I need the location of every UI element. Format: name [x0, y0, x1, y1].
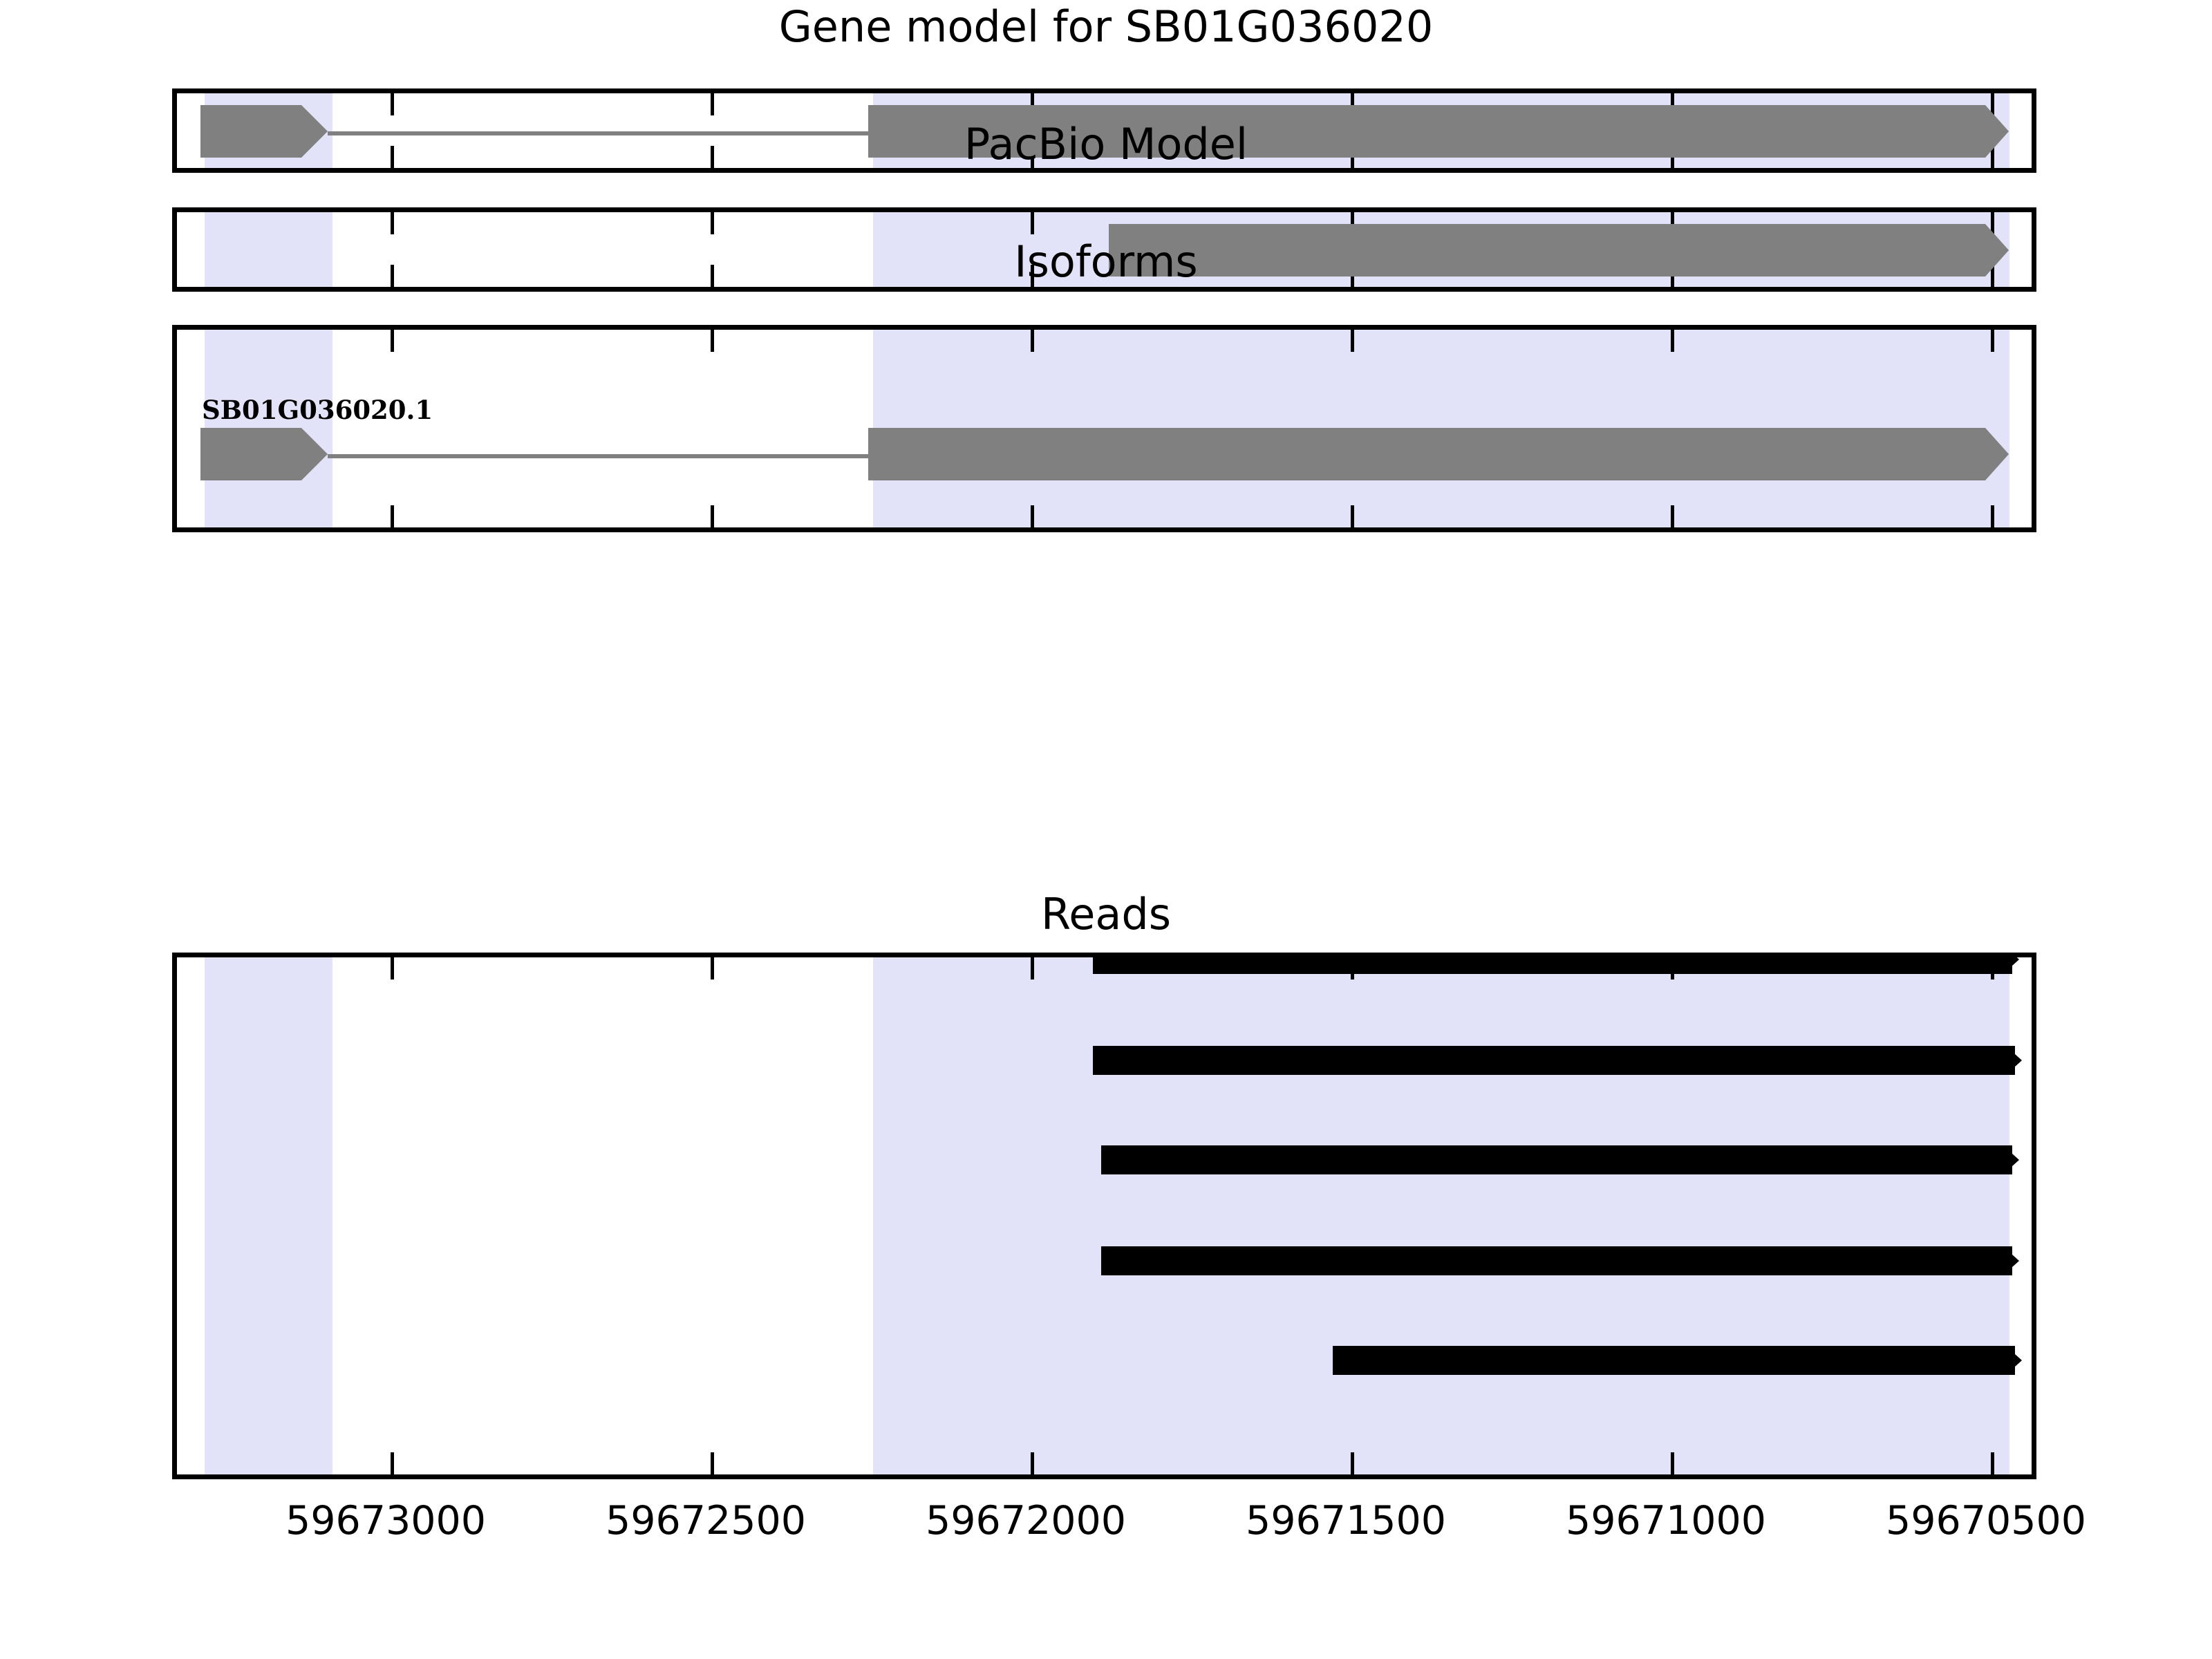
x-tick-label: 59672500 — [605, 1498, 807, 1544]
panel-isoforms: SB01G036020.1 — [172, 325, 2036, 532]
axis-tick — [1031, 957, 1034, 980]
axis-tick — [391, 212, 394, 234]
panel-reads — [172, 953, 2036, 1479]
axis-tick — [1031, 330, 1034, 352]
exon-3prime — [868, 428, 2009, 480]
axis-tick — [711, 957, 714, 980]
highlight-span-left — [205, 957, 332, 1474]
x-tick-label: 59672000 — [925, 1498, 1127, 1544]
x-tick-label: 59673000 — [285, 1498, 487, 1544]
axis-tick — [391, 1452, 394, 1474]
axis-tick — [1991, 1452, 1994, 1474]
panel-title-isoforms: Isoforms — [1014, 236, 1198, 287]
axis-tick — [1351, 93, 1354, 115]
intron-line — [328, 454, 881, 458]
axis-tick — [1351, 212, 1354, 234]
panel-title-gene-model: Gene model for SB01G036020 — [778, 1, 1434, 52]
read-arrow-icon — [2015, 1354, 2022, 1367]
panel-title-reads: Reads — [1040, 889, 1172, 939]
axis-tick — [1991, 265, 1994, 287]
isoform-label: SB01G036020.1 — [202, 395, 433, 425]
read-bar — [1101, 1145, 2012, 1174]
axis-tick — [391, 93, 394, 115]
axis-tick — [1031, 212, 1034, 234]
exon-3prime — [868, 105, 2009, 158]
axis-tick — [711, 93, 714, 115]
x-tick-label: 59671000 — [1565, 1498, 1767, 1544]
axis-tick — [391, 146, 394, 168]
pacbio-exon — [1109, 224, 2009, 276]
axis-tick — [711, 505, 714, 527]
axis-tick — [1351, 1452, 1354, 1474]
axis-tick — [1031, 265, 1034, 287]
axis-tick — [1351, 505, 1354, 527]
panel-pacbio-model — [172, 207, 2036, 292]
read-arrow-icon — [2012, 1154, 2019, 1166]
axis-tick — [1671, 505, 1674, 527]
highlight-span-right — [873, 957, 2009, 1474]
axis-tick — [1671, 330, 1674, 352]
axis-tick — [1991, 330, 1994, 352]
axis-tick — [1031, 1452, 1034, 1474]
exon-5prime — [200, 105, 328, 158]
panel-gene-model — [172, 88, 2036, 173]
panel-title-pacbio-model: PacBio Model — [964, 119, 1248, 169]
read-arrow-icon — [2015, 1054, 2022, 1067]
read-bar — [1333, 1346, 2015, 1375]
axis-tick — [1991, 505, 1994, 527]
read-bar — [1093, 1046, 2015, 1075]
axis-tick — [391, 265, 394, 287]
highlight-span-left — [205, 212, 332, 287]
axis-tick — [1991, 93, 1994, 115]
axis-tick — [1991, 212, 1994, 234]
x-tick-label: 59670500 — [1885, 1498, 2087, 1544]
axis-tick — [711, 1452, 714, 1474]
read-bar — [1101, 1246, 2012, 1275]
x-tick-label: 59671500 — [1245, 1498, 1447, 1544]
axis-tick — [1671, 93, 1674, 115]
axis-tick — [711, 265, 714, 287]
axis-tick — [711, 212, 714, 234]
read-bar — [1093, 957, 2012, 974]
axis-tick — [1991, 146, 1994, 168]
axis-tick — [391, 957, 394, 980]
axis-tick — [1351, 330, 1354, 352]
axis-tick — [1671, 212, 1674, 234]
axis-tick — [711, 146, 714, 168]
intron-line — [328, 131, 881, 135]
axis-tick — [711, 330, 714, 352]
axis-tick — [1031, 505, 1034, 527]
axis-tick — [391, 505, 394, 527]
exon-5prime — [200, 428, 328, 480]
read-arrow-icon — [2012, 1255, 2019, 1267]
axis-tick — [1671, 1452, 1674, 1474]
read-arrow-icon — [2012, 957, 2019, 966]
axis-tick — [1031, 93, 1034, 115]
axis-tick — [391, 330, 394, 352]
